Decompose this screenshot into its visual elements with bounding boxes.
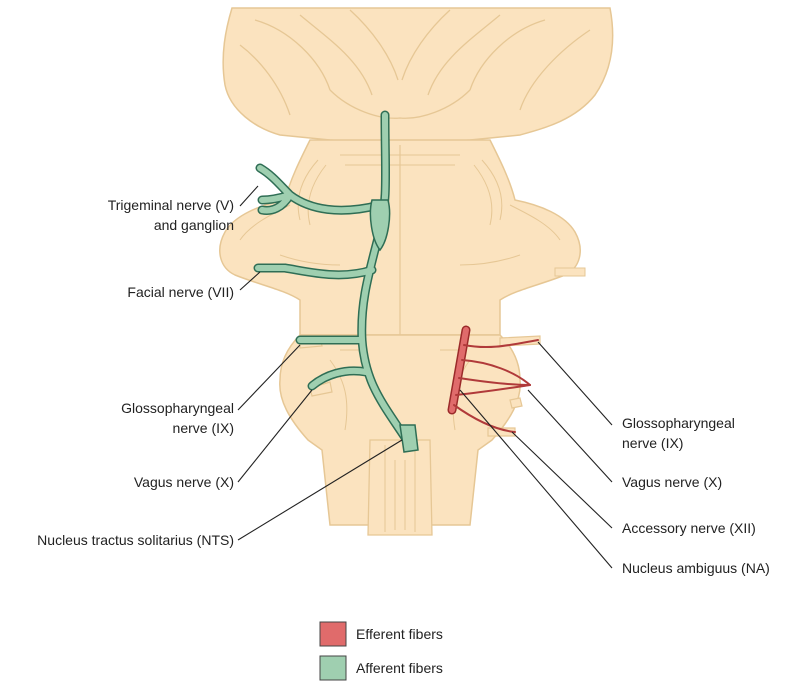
- afferent-fibers: [253, 110, 419, 453]
- label-trigeminal-line1: Trigeminal nerve (V): [108, 197, 234, 213]
- nucleus-ambiguus-fill: [449, 327, 469, 413]
- efferent-fiber-2: [461, 359, 531, 386]
- label-vagus-right: Vagus nerve (X): [622, 474, 722, 490]
- leader-lines: [237, 185, 613, 569]
- upper-lobe-lines: [239, 9, 591, 119]
- trigeminal-trunk: [257, 165, 383, 214]
- label-facial: Facial nerve (VII): [127, 284, 234, 300]
- leader-nts: [237, 439, 403, 541]
- facial-stump-right: [554, 267, 586, 277]
- label-vagus-left: Vagus nerve (X): [134, 474, 234, 490]
- legend: Efferent fibers Afferent fibers: [319, 621, 443, 681]
- label-accessory: Accessory nerve (XII): [622, 520, 756, 536]
- nts-bulb: [399, 424, 419, 453]
- left-labels: Trigeminal nerve (V) and ganglion Facial…: [37, 197, 234, 548]
- label-ambiguus: Nucleus ambiguus (NA): [622, 560, 770, 576]
- facial-fiber: [255, 265, 375, 278]
- label-glosso-right-line2: nerve (IX): [622, 435, 683, 451]
- label-glosso-right-line1: Glossopharyngeal: [622, 415, 735, 431]
- leader-vagus-left: [237, 389, 313, 483]
- upper-brain-mass: [222, 7, 614, 146]
- efferent-fiber-5: [453, 404, 516, 433]
- label-trigeminal-line2: and ganglion: [154, 217, 234, 233]
- legend-label-efferent: Efferent fibers: [356, 626, 443, 642]
- legend-swatch-efferent: [319, 621, 347, 647]
- right-labels: Glossopharyngeal nerve (IX) Vagus nerve …: [622, 415, 770, 576]
- vagus-fiber: [309, 367, 369, 389]
- leader-facial: [239, 271, 261, 291]
- efferent-fiber-1: [463, 339, 539, 349]
- leader-glosso-left: [237, 344, 301, 411]
- nts-column: [358, 112, 413, 448]
- trigeminal-ganglion: [369, 199, 391, 252]
- legend-label-afferent: Afferent fibers: [356, 660, 443, 676]
- leader-ambiguus: [459, 389, 613, 569]
- efferent-fibers: [447, 325, 539, 433]
- leader-trigeminal: [239, 185, 259, 207]
- label-glosso-left-line2: nerve (IX): [173, 420, 234, 436]
- label-nts: Nucleus tractus solitarius (NTS): [37, 532, 234, 548]
- leader-glosso-right: [537, 341, 613, 426]
- leader-accessory: [511, 431, 613, 529]
- legend-swatch-afferent: [319, 655, 347, 681]
- leader-vagus-right: [527, 389, 613, 483]
- label-glosso-left-line1: Glossopharyngeal: [121, 400, 234, 416]
